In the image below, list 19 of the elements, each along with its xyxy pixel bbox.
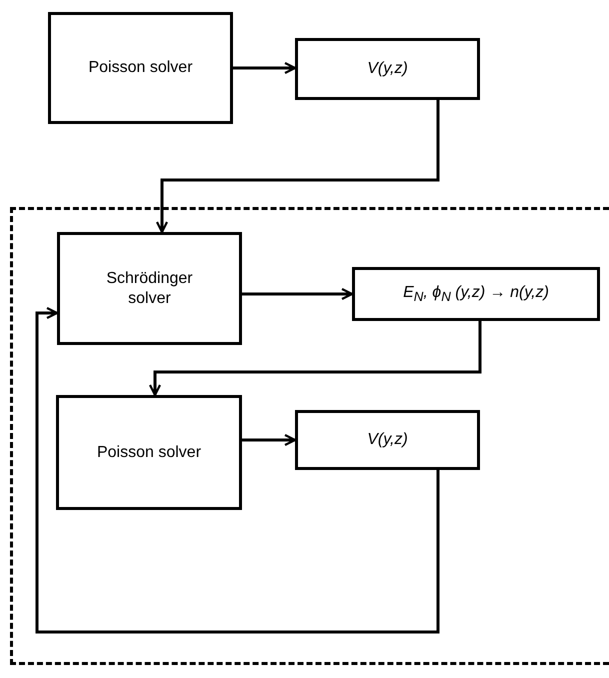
process-box (295, 410, 480, 470)
arrow (242, 288, 354, 300)
process-box (56, 395, 242, 510)
box-label: Schrödinger solver (105, 268, 194, 308)
process-box (352, 267, 600, 321)
dashed-group-frame (10, 207, 609, 665)
arrow (242, 434, 296, 446)
box-label: Poisson solver (96, 442, 202, 462)
process-box (57, 232, 242, 345)
arrow (36, 306, 440, 634)
box-label: V(y,z) (367, 59, 408, 79)
arrow (156, 100, 440, 234)
box-label: V(y,z) (367, 430, 408, 450)
process-box (48, 12, 233, 124)
box-label: E$_{N}$, ϕ$_{N}$ (y,z) → n(y,z) (403, 282, 549, 306)
box-label: Poisson solver (88, 58, 193, 78)
arrow (233, 62, 296, 74)
arrow (148, 321, 482, 396)
process-box (295, 38, 480, 100)
